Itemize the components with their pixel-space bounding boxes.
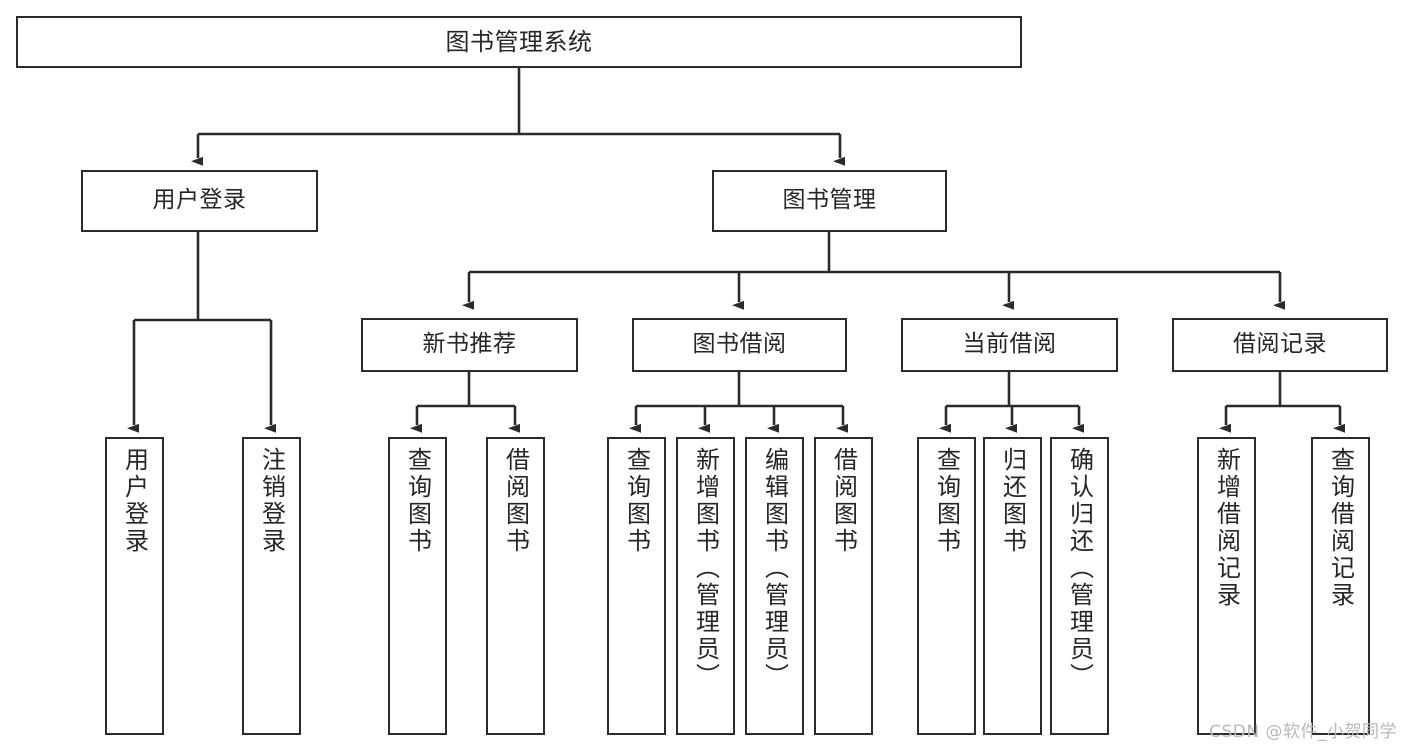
leaf-book-borrow-query[interactable]: 查询图书 — [607, 437, 666, 735]
node-label: 新增借阅记录 — [1212, 447, 1241, 609]
leaf-borrow-record-add[interactable]: 新增借阅记录 — [1197, 437, 1256, 735]
leaf-book-borrow-edit[interactable]: 编辑图书（管理员） — [745, 437, 804, 735]
node-label: 借阅图书 — [829, 447, 858, 555]
leaf-new-book-borrow[interactable]: 借阅图书 — [486, 437, 545, 735]
leaf-borrow-record-query[interactable]: 查询借阅记录 — [1311, 437, 1370, 735]
node-label: 确认归还（管理员） — [1065, 447, 1094, 690]
node-label: 查询图书 — [403, 447, 432, 555]
node-label: 查询图书 — [932, 447, 961, 555]
node-label: 新书推荐 — [422, 331, 517, 358]
node-label: 借阅图书 — [501, 447, 530, 555]
node-label: 编辑图书（管理员） — [760, 447, 789, 690]
node-label: 归还图书 — [998, 447, 1027, 555]
node-label: 查询图书 — [622, 447, 651, 555]
leaf-book-borrow-add[interactable]: 新增图书（管理员） — [676, 437, 735, 735]
leaf-current-borrow-confirm-return[interactable]: 确认归还（管理员） — [1050, 437, 1109, 735]
node-new-book-recommend[interactable]: 新书推荐 — [361, 318, 578, 372]
leaf-book-borrow-borrow[interactable]: 借阅图书 — [814, 437, 873, 735]
node-user-login[interactable]: 用户登录 — [81, 170, 318, 232]
node-label: 图书管理 — [782, 187, 877, 214]
node-book-borrow[interactable]: 图书借阅 — [632, 318, 847, 372]
csdn-watermark: CSDN @软件_小贺同学 — [1209, 722, 1397, 742]
leaf-user-login-login[interactable]: 用户登录 — [105, 437, 164, 735]
node-label: 新增图书（管理员） — [691, 447, 720, 690]
node-label: 用户登录 — [120, 447, 149, 555]
leaf-current-borrow-return[interactable]: 归还图书 — [983, 437, 1042, 735]
node-borrow-record[interactable]: 借阅记录 — [1172, 318, 1388, 372]
node-book-management[interactable]: 图书管理 — [712, 170, 947, 232]
node-label: 图书借阅 — [692, 331, 787, 358]
node-current-borrow[interactable]: 当前借阅 — [901, 318, 1118, 372]
node-root-system[interactable]: 图书管理系统 — [16, 16, 1022, 68]
node-label: 图书管理系统 — [445, 27, 593, 56]
node-label: 用户登录 — [152, 187, 247, 214]
leaf-user-login-logout[interactable]: 注销登录 — [242, 437, 301, 735]
leaf-current-borrow-query[interactable]: 查询图书 — [917, 437, 976, 735]
node-label: 注销登录 — [257, 447, 286, 555]
node-label: 查询借阅记录 — [1326, 447, 1355, 609]
node-label: 借阅记录 — [1233, 331, 1327, 358]
node-label: 当前借阅 — [962, 331, 1057, 358]
leaf-new-book-query[interactable]: 查询图书 — [388, 437, 447, 735]
